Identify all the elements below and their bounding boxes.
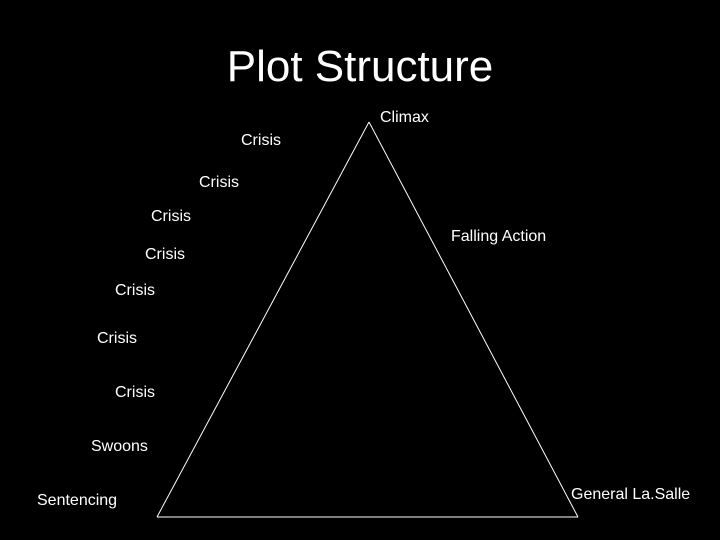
climax-label: Climax: [380, 109, 429, 126]
crisis-label-7: Crisis: [115, 384, 155, 401]
crisis-label-1: Crisis: [241, 132, 281, 149]
sentencing-label: Sentencing: [37, 492, 118, 509]
slide-title: Plot Structure: [226, 42, 494, 91]
swoons-label: Swoons: [91, 438, 148, 455]
crisis-label-6: Crisis: [97, 330, 137, 347]
falling-action-label: Falling Action: [451, 228, 547, 245]
crisis-label-4: Crisis: [145, 246, 185, 263]
crisis-label-2: Crisis: [199, 174, 239, 191]
rising-action-line: [156, 121, 370, 518]
crisis-label-3: Crisis: [151, 208, 191, 225]
resolution-label: General La.Salle: [571, 486, 691, 503]
falling-action-line: [368, 121, 579, 518]
crisis-label-5: Crisis: [115, 282, 155, 299]
